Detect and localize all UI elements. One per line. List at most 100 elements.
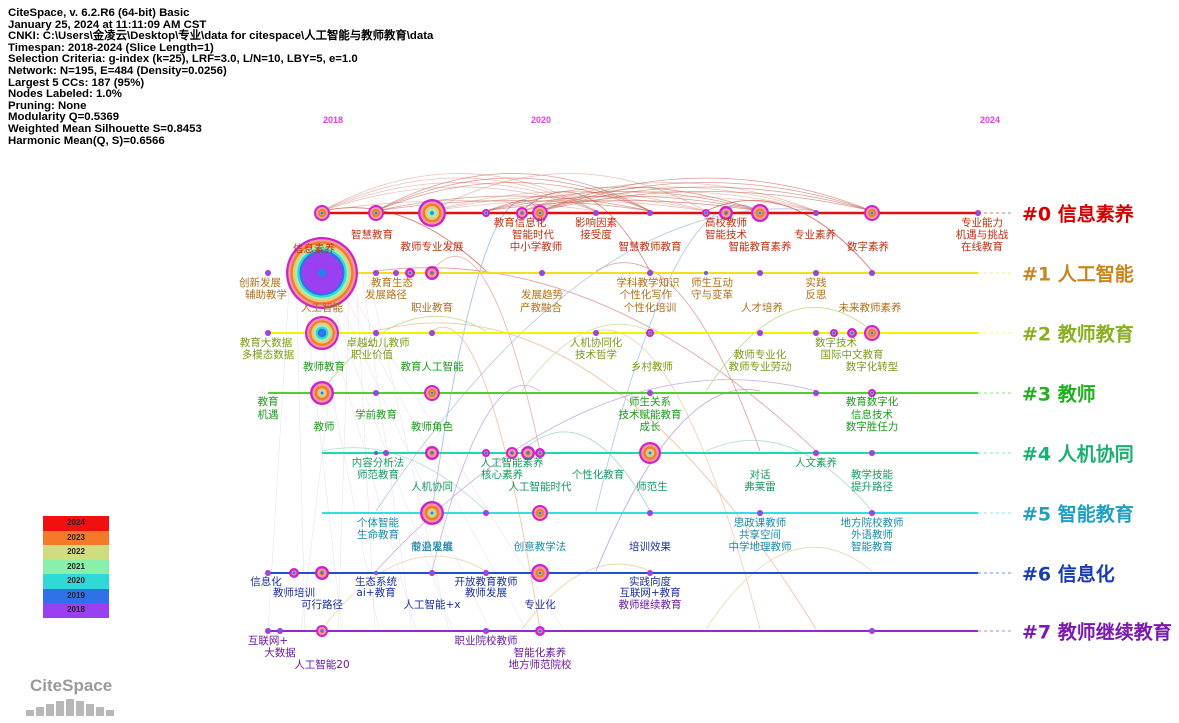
node-circle-core <box>319 330 325 336</box>
node-label: 技术哲学 <box>575 348 617 361</box>
node-label: 可行路径 <box>301 598 343 611</box>
node-label: 实践向度 <box>629 575 671 588</box>
node-circle-core <box>374 451 378 455</box>
node-label: 信息化 <box>250 575 282 588</box>
node-label: 智能教育素养 <box>729 240 792 253</box>
node-label: 发展趋势 <box>521 288 563 301</box>
node-label: 多模态数据 <box>242 348 295 361</box>
node-circle-core <box>648 451 652 455</box>
node-circle-core <box>832 331 836 335</box>
node-label: 思政课教师 <box>734 516 787 529</box>
node-circle-core <box>814 391 818 395</box>
node-label: 影响因素 <box>575 216 617 229</box>
node-circle-core <box>538 629 542 633</box>
info-line: CiteSpace, v. 6.2.R6 (64-bit) Basic <box>8 7 190 19</box>
node-label: 在线教育 <box>961 240 1003 253</box>
node-circle-core <box>538 451 542 455</box>
node-circle-core <box>292 571 296 575</box>
citation-arc <box>705 307 873 392</box>
cluster-label: #6 信息化 <box>1022 563 1115 586</box>
node-circle-core <box>758 271 762 275</box>
node-label: 数字技术 <box>815 336 857 349</box>
node-label: 守与变革 <box>691 288 733 301</box>
citation-arc <box>375 182 651 212</box>
node-circle-core <box>758 511 762 515</box>
citation-arc <box>521 191 817 212</box>
node-label: 个性化写作 <box>620 288 673 301</box>
cluster-label: #4 人机协同 <box>1022 443 1134 466</box>
citation-arc <box>595 262 761 452</box>
node-circle-core <box>374 271 378 275</box>
node-label: 数字胜任力 <box>846 420 899 433</box>
legend-year-2022: 2022 <box>43 545 109 560</box>
node-label: 教学技能 <box>851 468 893 481</box>
node-label: 人文素养 <box>795 456 837 469</box>
citation-arc <box>539 177 873 212</box>
node-label: 专业能力 <box>961 216 1003 229</box>
node-label: 教师发展 <box>465 586 507 599</box>
legend-year-2018: 2018 <box>43 603 109 618</box>
node-circle-core <box>484 211 488 215</box>
node-circle-core <box>814 451 818 455</box>
legend-year-2020: 2020 <box>43 574 109 589</box>
node-label: 职业价值 <box>351 348 393 361</box>
node-label: 卓越幼儿教师 <box>347 336 410 349</box>
node-label: 人工智能素养 <box>481 456 544 469</box>
node-circle-core <box>430 451 434 455</box>
citation-arc <box>539 186 873 212</box>
node-label: 智能时代 <box>512 228 554 241</box>
node-label: 高校教师 <box>705 216 747 229</box>
node-label: 师范教育 <box>357 468 399 481</box>
node-circle-core <box>814 211 818 215</box>
node-circle-core <box>538 211 542 215</box>
info-line: Harmonic Mean(Q, S)=0.6566 <box>8 134 165 147</box>
node-circle-core <box>870 451 874 455</box>
node-circle-core <box>648 211 652 215</box>
legend-year-2023: 2023 <box>43 530 109 545</box>
cluster-label: #7 教师继续教育 <box>1022 621 1172 644</box>
node-label: 技术赋能教育 <box>619 408 682 421</box>
node-label: 信息素养 <box>293 242 335 255</box>
node-label: 教师教育 <box>303 360 345 373</box>
node-circle-core <box>278 629 282 633</box>
node-label: 发展路径 <box>365 288 407 301</box>
node-circle-core <box>430 211 434 215</box>
node-label: 人工智能 <box>301 301 343 314</box>
node-circle-core <box>394 271 398 275</box>
legend-year-2019: 2019 <box>43 588 109 603</box>
node-label: 人工智能时代 <box>509 480 572 493</box>
node-circle-core <box>484 571 488 575</box>
info-line: Timespan: 2018-2024 (Slice Length=1) <box>8 41 214 54</box>
node-circle-core <box>540 271 544 275</box>
node-label: 智能化素养 <box>514 646 567 659</box>
node-label: 共享空间 <box>739 528 781 541</box>
node-label: 人工智能20 <box>294 658 349 671</box>
node-label: 成长 <box>640 421 661 433</box>
node-label: 教师 <box>314 420 335 433</box>
citation-arc <box>521 195 817 212</box>
node-circle-core <box>266 271 270 275</box>
node-circle-core <box>510 451 514 455</box>
node-label: 数字化转型 <box>846 360 899 373</box>
node-circle-core <box>520 211 524 215</box>
node-label: 互联网+教育 <box>619 586 680 599</box>
node-label: 产教融合 <box>520 301 562 314</box>
year-tick-label: 2024 <box>980 115 1000 125</box>
node-label: 师生互动 <box>691 276 733 289</box>
node-label: 接受度 <box>580 228 612 241</box>
node-label: 学前教育 <box>355 408 397 421</box>
node-label: 职业院校教师 <box>455 634 518 647</box>
node-circle-core <box>648 511 652 515</box>
info-line: Modularity Q=0.5369 <box>8 111 120 124</box>
node-circle-core <box>648 391 652 395</box>
node-label: 数字素养 <box>847 240 889 253</box>
node-label: 人才培养 <box>741 301 783 314</box>
node-circle-core <box>594 331 598 335</box>
node-label: 个体智能 <box>357 516 399 529</box>
faint-link <box>295 272 306 632</box>
node-circle-core <box>648 571 652 575</box>
node-label: 个性化教育 <box>572 468 625 481</box>
node-label: 内容分析法 <box>352 456 405 469</box>
node-label: 中学地理教师 <box>729 540 792 553</box>
node-label: 前沿思维 <box>411 540 453 553</box>
